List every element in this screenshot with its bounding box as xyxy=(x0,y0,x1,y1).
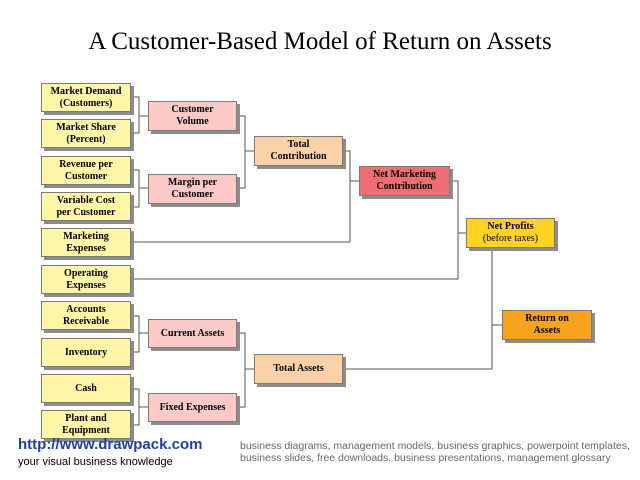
marketing-expenses-label: Marketing Expenses xyxy=(63,230,109,254)
current-assets-label: Current Assets xyxy=(160,327,225,339)
customer-volume-label: Customer Volume xyxy=(171,104,214,127)
margin-per-customer-label: Margin per Customer xyxy=(167,177,218,200)
customer-volume-box: Customer Volume xyxy=(148,101,237,131)
market-demand-label: Market Demand (Customers) xyxy=(50,85,122,109)
operating-expenses-label: Operating Expenses xyxy=(64,267,108,291)
accounts-receivable-box: Accounts Receivable xyxy=(41,301,131,330)
net-marketing-contribution-box: Net Marketing Contribution xyxy=(359,166,450,196)
fixed-expenses-box: Fixed Expenses xyxy=(148,393,237,422)
total-assets-box: Total Assets xyxy=(254,354,343,384)
market-share-box: Market Share (Percent) xyxy=(41,119,131,148)
footer-url-link[interactable]: http://www.drawpack.com xyxy=(18,436,203,453)
inventory-label: Inventory xyxy=(64,346,108,358)
net-profits-box: Net Profits (before taxes) xyxy=(466,218,555,248)
market-share-label: Market Share (Percent) xyxy=(56,121,116,145)
net-profits-label: Net Profits xyxy=(487,221,534,232)
cash-label: Cash xyxy=(75,382,97,394)
net-marketing-contribution-label: Net Marketing Contribution xyxy=(372,169,437,192)
cash-box: Cash xyxy=(41,374,131,403)
return-on-assets-box: Return on Assets xyxy=(502,310,592,340)
footer-description: business diagrams, management models, bu… xyxy=(240,440,630,464)
total-assets-label: Total Assets xyxy=(273,363,324,374)
plant-equipment-box: Plant and Equipment xyxy=(41,410,131,439)
return-on-assets-label: Return on Assets xyxy=(525,313,569,336)
revenue-per-customer-label: Revenue per Customer xyxy=(59,158,113,182)
revenue-per-customer-box: Revenue per Customer xyxy=(41,156,131,185)
variable-cost-label: Variable Cost per Customer xyxy=(56,194,116,218)
inventory-box: Inventory xyxy=(41,338,131,367)
margin-per-customer-box: Margin per Customer xyxy=(148,174,237,204)
operating-expenses-box: Operating Expenses xyxy=(41,265,131,294)
current-assets-box: Current Assets xyxy=(148,319,237,348)
market-demand-box: Market Demand (Customers) xyxy=(41,83,131,112)
variable-cost-box: Variable Cost per Customer xyxy=(41,192,131,221)
footer-tagline: your visual business knowledge xyxy=(18,456,173,468)
diagram-title: A Customer-Based Model of Return on Asse… xyxy=(88,28,552,55)
fixed-expenses-label: Fixed Expenses xyxy=(159,401,226,413)
plant-equipment-label: Plant and Equipment xyxy=(62,412,110,436)
net-profits-sublabel: (before taxes) xyxy=(482,233,539,244)
marketing-expenses-box: Marketing Expenses xyxy=(41,228,131,257)
total-contribution-label: Total Contribution xyxy=(270,139,327,162)
total-contribution-box: Total Contribution xyxy=(254,136,343,166)
accounts-receivable-label: Accounts Receivable xyxy=(62,303,110,327)
